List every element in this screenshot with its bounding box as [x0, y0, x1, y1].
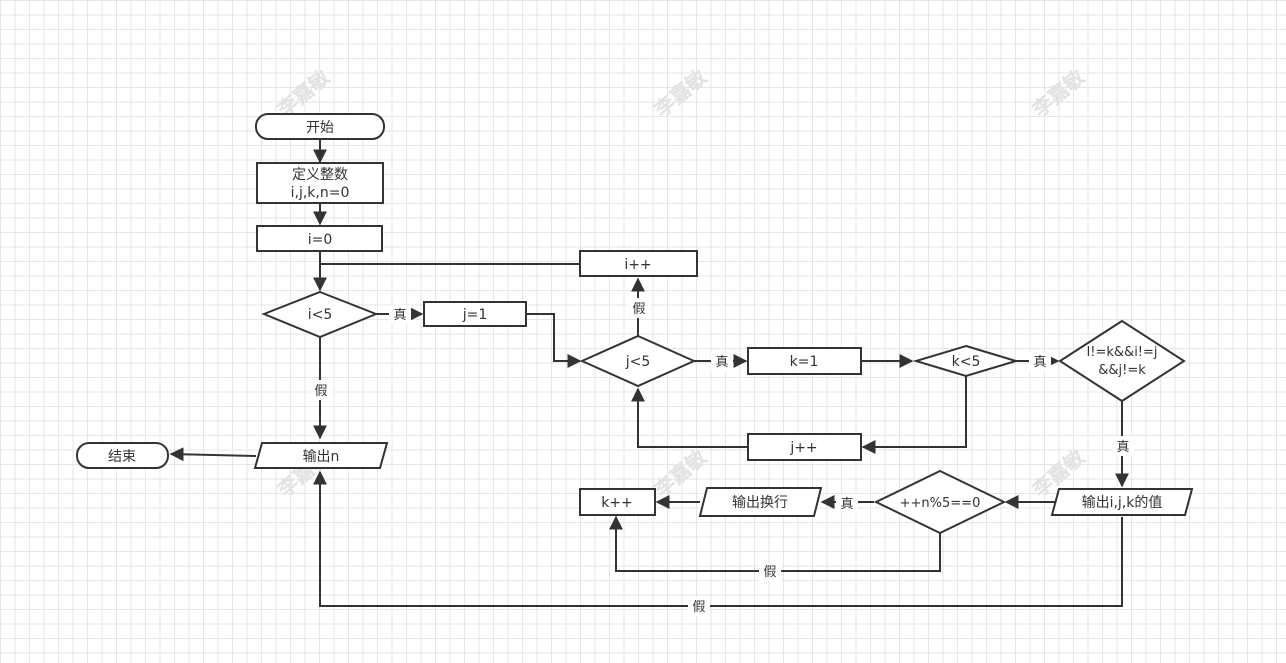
- output-newline-io: [698, 487, 823, 517]
- edge-label-cond-j-false: 假: [632, 302, 645, 317]
- cond-mod-decision: [873, 469, 1007, 535]
- start-label: 开始: [306, 120, 334, 136]
- edge-init-j-cond-j: [526, 313, 582, 368]
- inc-i-process: [579, 250, 698, 277]
- edge-cond-k-false: [861, 376, 967, 454]
- cond-j-label: j<5: [625, 354, 651, 370]
- edge-label-cond-k-true: 真: [1033, 355, 1046, 370]
- cond-mod-label: ++n%5==0: [900, 496, 981, 511]
- edge-diff-false: [313, 470, 1123, 607]
- edge-label-cond-i-false: 假: [314, 384, 327, 399]
- edge-inc-j-loop: [631, 387, 748, 448]
- output-newline-label: 输出换行: [732, 494, 788, 511]
- edge-label-diff-false: 假: [692, 600, 705, 615]
- init-j-process: [423, 301, 527, 327]
- init-k-label: k=1: [790, 354, 819, 370]
- define-label-line1: 定义整数: [292, 167, 348, 183]
- edge-label-cond-mod-true: 真: [840, 497, 853, 512]
- cond-diff-label-line2: &&j!=k: [1098, 363, 1146, 378]
- cond-diff-decision: [1058, 319, 1186, 403]
- watermark-group: 李嘉敏 李嘉敏 李嘉敏 李嘉敏 李嘉敏 李嘉敏: [272, 64, 1090, 502]
- cond-diff-label-line1: I!=k&&i!=j: [1086, 345, 1157, 360]
- cond-k-decision: [912, 344, 1020, 378]
- start-terminal: [255, 113, 385, 140]
- define-label-line2: i,j,k,n=0: [291, 185, 350, 201]
- inc-i-label: i++: [624, 257, 651, 273]
- cond-i-decision: [261, 290, 379, 339]
- end-label: 结束: [108, 449, 136, 465]
- output-ijk-label: 输出i,j,k的值: [1082, 495, 1163, 511]
- output-ijk-io: [1050, 488, 1194, 516]
- edge-label-cond-mod-false: 假: [763, 565, 776, 580]
- init-k-process: [747, 347, 862, 375]
- watermark-text: 李嘉敏: [649, 64, 712, 122]
- edge-label-cond-i-true: 真: [393, 308, 406, 323]
- init-i-process: [256, 225, 383, 252]
- cond-i-label: i<5: [308, 307, 333, 323]
- init-j-label: j=1: [462, 307, 488, 323]
- inc-j-label: j++: [789, 440, 817, 456]
- inc-k-label: k++: [601, 495, 633, 511]
- watermark-text: 李嘉敏: [649, 444, 712, 502]
- edge-output-n-end: [169, 447, 257, 462]
- output-n-io: [253, 442, 389, 469]
- cond-k-label: k<5: [952, 354, 981, 370]
- edge-label-cond-j-true: 真: [715, 355, 728, 370]
- watermark-text: 李嘉敏: [1027, 64, 1090, 122]
- inc-k-process: [579, 488, 656, 516]
- nodes: 开始 定义整数 i,j,k,n=0 i=0 i<5 j=1 i++ j<5 k=…: [76, 113, 1194, 535]
- end-terminal: [76, 442, 169, 469]
- edge-label-cond-diff-true: 真: [1116, 440, 1129, 455]
- cond-j-decision: [579, 334, 697, 388]
- output-n-label: 输出n: [303, 449, 340, 465]
- edge-labels: 真 假 假 真 真 真 真 假 假: [310, 298, 1134, 616]
- inc-j-process: [747, 433, 862, 461]
- init-i-label: i=0: [308, 232, 333, 248]
- define-process: [256, 162, 384, 204]
